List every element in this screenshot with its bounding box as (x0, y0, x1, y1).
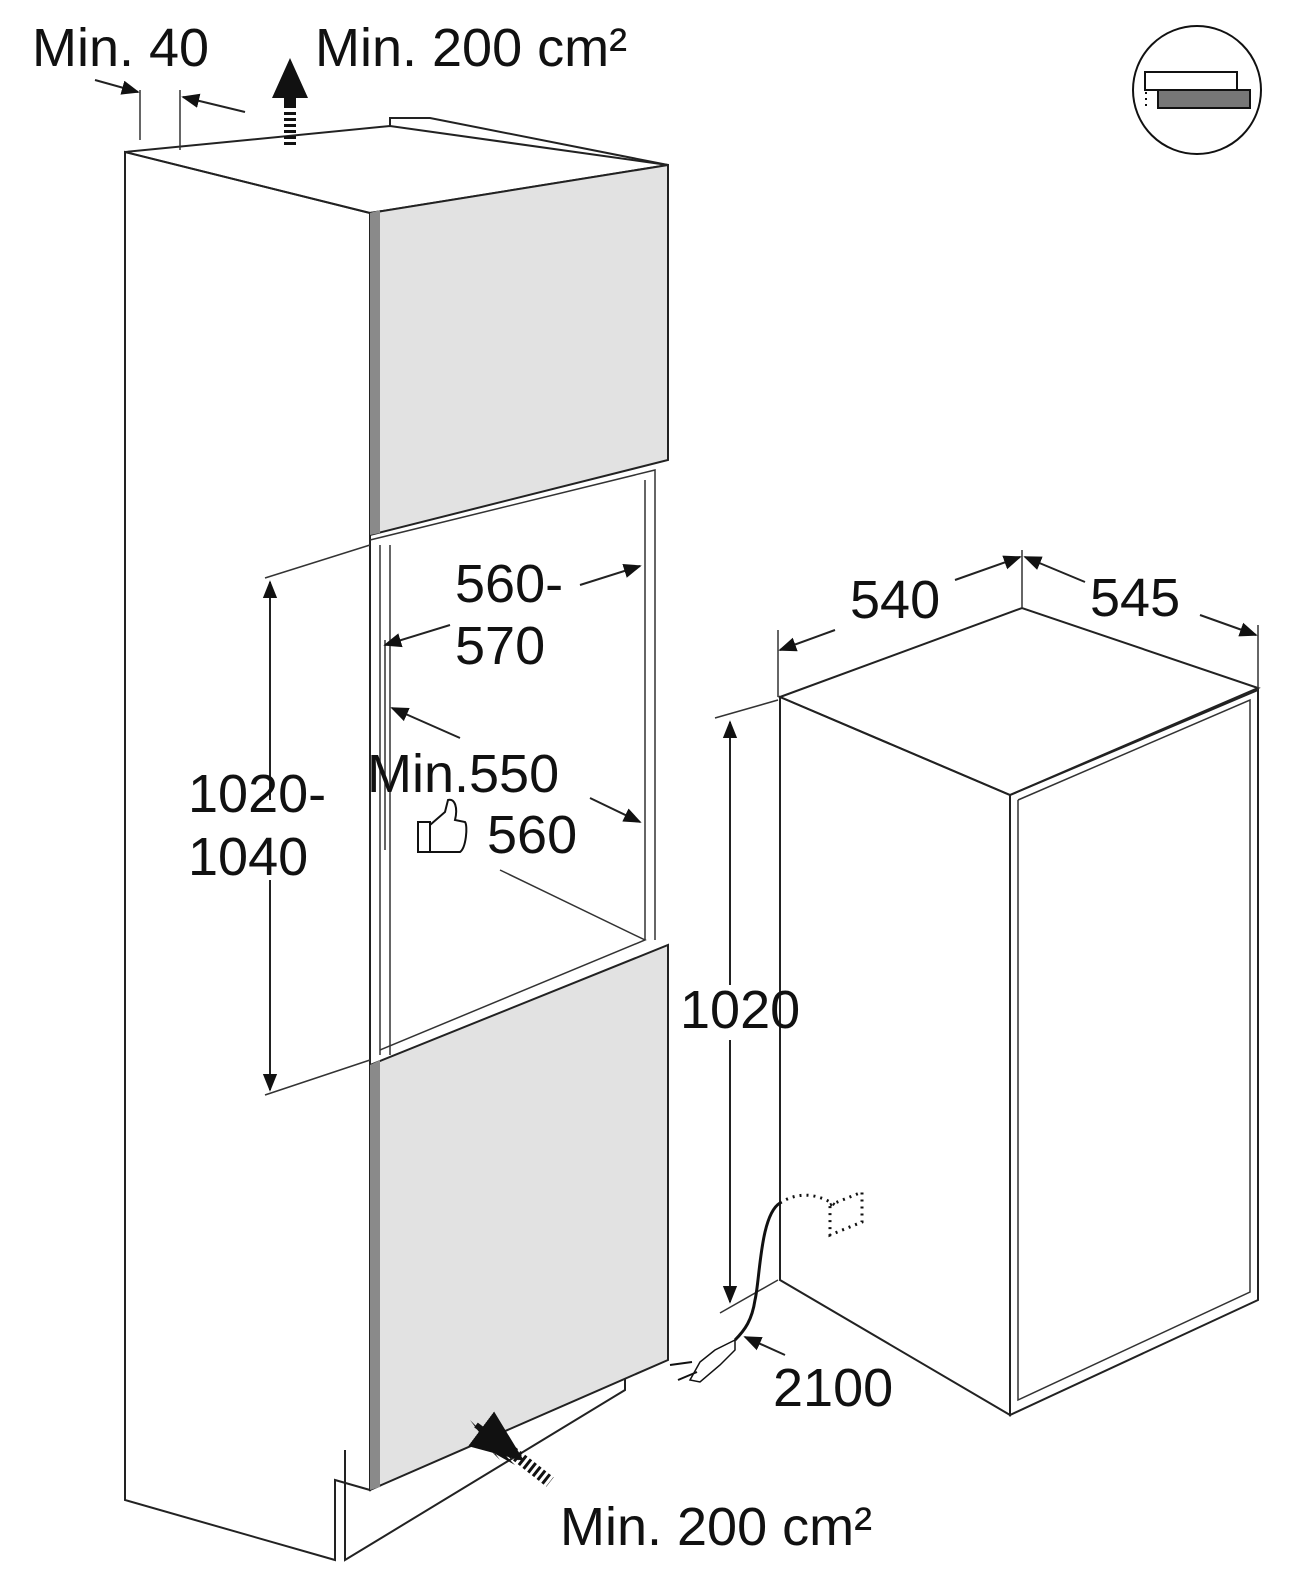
niche-width-label-1: 560- (455, 554, 563, 614)
appliance-depth-label: 545 (1090, 568, 1180, 628)
dimension-lines (94, 79, 1259, 1356)
niche-height-label-2: 1040 (188, 827, 308, 887)
cable-length-label: 2100 (773, 1358, 893, 1418)
top-vent-arrow-icon (272, 58, 308, 145)
bottom-vent-label: Min. 200 cm² (560, 1497, 872, 1557)
niche-depth-recommended-label: 560 (487, 805, 577, 865)
lower-door-panel (369, 943, 669, 1492)
niche-height-label-1: 1020- (188, 764, 326, 824)
appliance-width-label: 540 (850, 570, 940, 630)
appliance-height-label: 1020 (680, 980, 800, 1040)
top-gap-label: Min. 40 (32, 18, 209, 78)
power-cable-plug-icon (669, 1189, 864, 1383)
upper-door-panel (369, 163, 669, 537)
flush-installation-icon (1132, 25, 1262, 155)
niche-depth-min-label: Min.550 (367, 744, 559, 804)
top-vent-label: Min. 200 cm² (315, 18, 627, 78)
bottom-vent-arrow-icon (468, 1411, 554, 1487)
niche-width-label-2: 570 (455, 616, 545, 676)
fridge-appliance (777, 606, 1261, 1417)
thumbs-up-icon (417, 798, 468, 853)
